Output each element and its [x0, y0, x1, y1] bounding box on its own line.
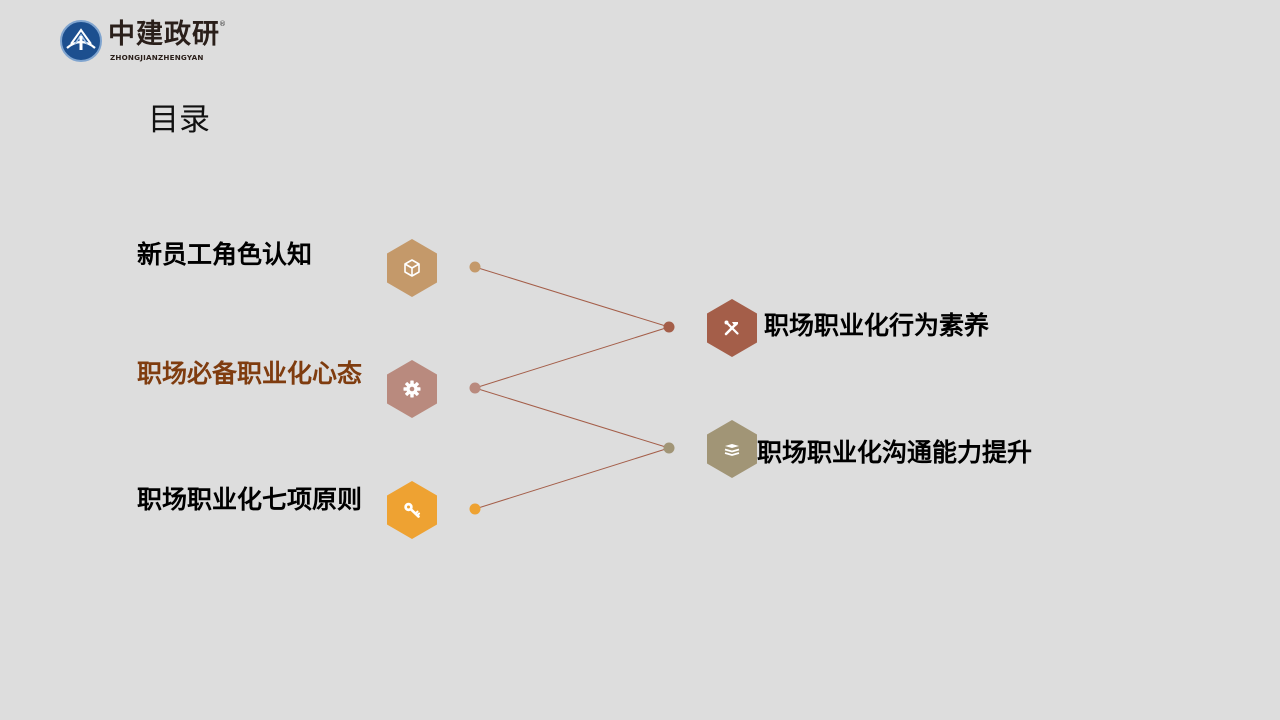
toc-item-role-cognition[interactable]: 新员工角色认知	[137, 240, 313, 269]
connector-line-2	[474, 326, 670, 389]
logo-registered-mark: ®	[219, 20, 226, 28]
toc-item-seven-principles[interactable]: 职场职业化七项原则	[137, 485, 363, 514]
key-icon	[404, 502, 421, 518]
connector-line-3	[474, 387, 670, 449]
logo-emblem-icon	[60, 20, 102, 62]
logo-name-en: ZHONGJIANZHENGYAN	[110, 53, 204, 62]
connector-dot-right-1	[663, 321, 675, 333]
box-icon	[404, 259, 420, 277]
gear-icon	[403, 380, 421, 398]
connector-line-1	[474, 266, 670, 328]
page-title: 目录	[148, 102, 210, 138]
connector-dot-left-3	[469, 503, 481, 515]
toc-item-professional-mindset[interactable]: 职场必备职业化心态	[137, 359, 363, 388]
toc-item-behavior-literacy[interactable]: 职场职业化行为素养	[764, 311, 990, 340]
connector-line-4	[474, 447, 670, 510]
connector-dot-left-2	[469, 382, 481, 394]
layers-icon	[724, 444, 740, 456]
logo-name-cn: 中建政研	[108, 19, 220, 50]
connector-dot-right-2	[663, 442, 675, 454]
connector-dot-left-1	[469, 261, 481, 273]
company-logo: 中建政研 ® ZHONGJIANZHENGYAN	[60, 18, 230, 64]
toc-item-communication-skills[interactable]: 职场职业化沟通能力提升	[757, 438, 1033, 467]
tools-icon	[724, 320, 739, 336]
